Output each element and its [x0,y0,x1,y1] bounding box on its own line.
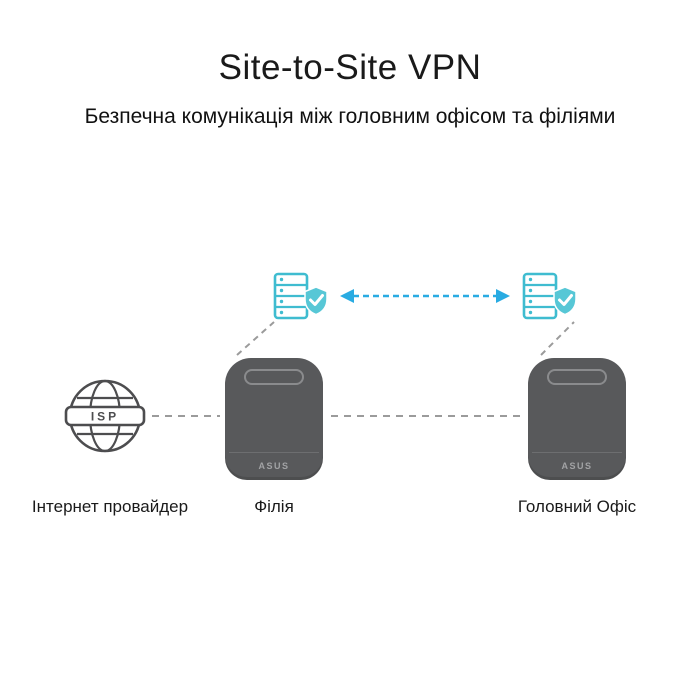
isp-globe-icon: ISP [62,373,148,464]
asus-logo-branch: ASUS [258,461,290,471]
label-isp: Інтернет провайдер [31,497,189,516]
page-title: Site-to-Site VPN [218,48,482,87]
label-hq: Головний Офіс [517,497,637,516]
router-handle-slot [547,369,607,385]
router-seam-line [229,452,319,453]
router-seam-line [532,452,622,453]
asus-logo-hq: ASUS [561,461,593,471]
server-shield-icon-branch [271,271,331,328]
isp-icon-text: ISP [91,410,119,424]
router-branch: ASUS [225,358,323,480]
server-shield-icon-hq [520,271,580,328]
router-hq: ASUS [528,358,626,480]
router-handle-slot [244,369,304,385]
page-subtitle: Безпечна комунікація між головним офісом… [84,105,616,128]
label-branch: Філія [254,497,294,516]
vpn-tunnel-arrow [340,289,510,303]
line-branch-server [236,321,275,356]
